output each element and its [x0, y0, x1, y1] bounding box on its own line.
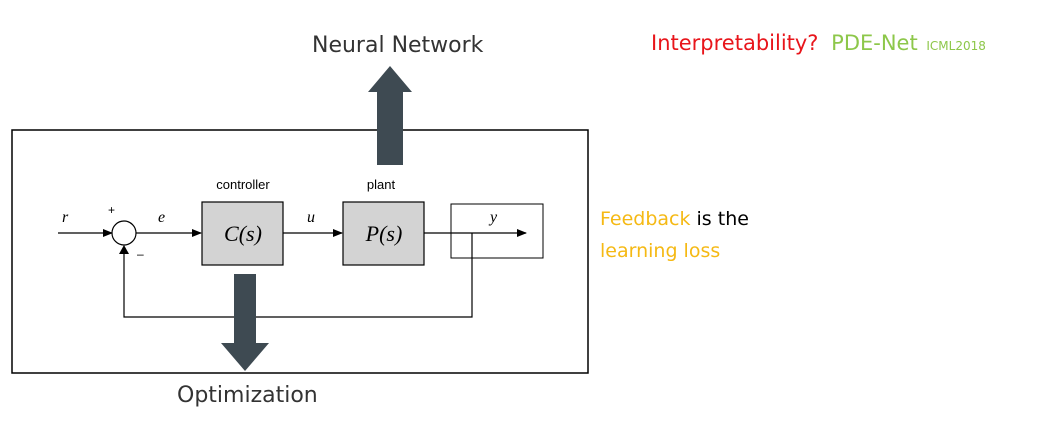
neural-network-label: Neural Network	[312, 33, 484, 58]
optimization-label: Optimization	[177, 383, 318, 408]
controller-transfer-function: C(s)	[224, 221, 262, 246]
signal-u-label: u	[307, 209, 315, 226]
signal-e-label: e	[158, 209, 165, 226]
summing-junction	[111, 220, 137, 246]
feedback-note-rest: is the	[696, 208, 749, 230]
plant-caption: plant	[367, 177, 396, 192]
neural-network-arrow	[368, 66, 412, 165]
signal-y-label: y	[488, 209, 498, 226]
feedback-note-line1: Feedback is the	[600, 203, 749, 235]
venue-tag: ICML2018	[926, 39, 986, 53]
feedback-note: Feedback is the learning loss	[600, 203, 749, 267]
sum-minus-sign: –	[137, 247, 144, 261]
controller-caption: controller	[216, 177, 270, 192]
pde-net-reference: PDE-Net	[831, 31, 918, 55]
signal-r-label: r	[62, 209, 69, 226]
plant-block	[342, 201, 425, 266]
feedback-path	[123, 233, 473, 318]
interpretability-question: Interpretability?	[651, 31, 819, 55]
feedback-arrowhead	[119, 245, 129, 254]
outer-frame	[11, 129, 589, 374]
controller-block	[201, 201, 284, 266]
output-box	[450, 203, 544, 259]
feedback-highlight: Feedback	[600, 208, 691, 230]
plant-transfer-function: P(s)	[365, 221, 403, 246]
feedback-note-line2: learning loss	[600, 240, 721, 262]
header-annotation: Interpretability? PDE-Net ICML2018	[651, 31, 986, 55]
optimization-arrow	[221, 274, 269, 371]
sum-plus-sign: +	[108, 203, 115, 217]
